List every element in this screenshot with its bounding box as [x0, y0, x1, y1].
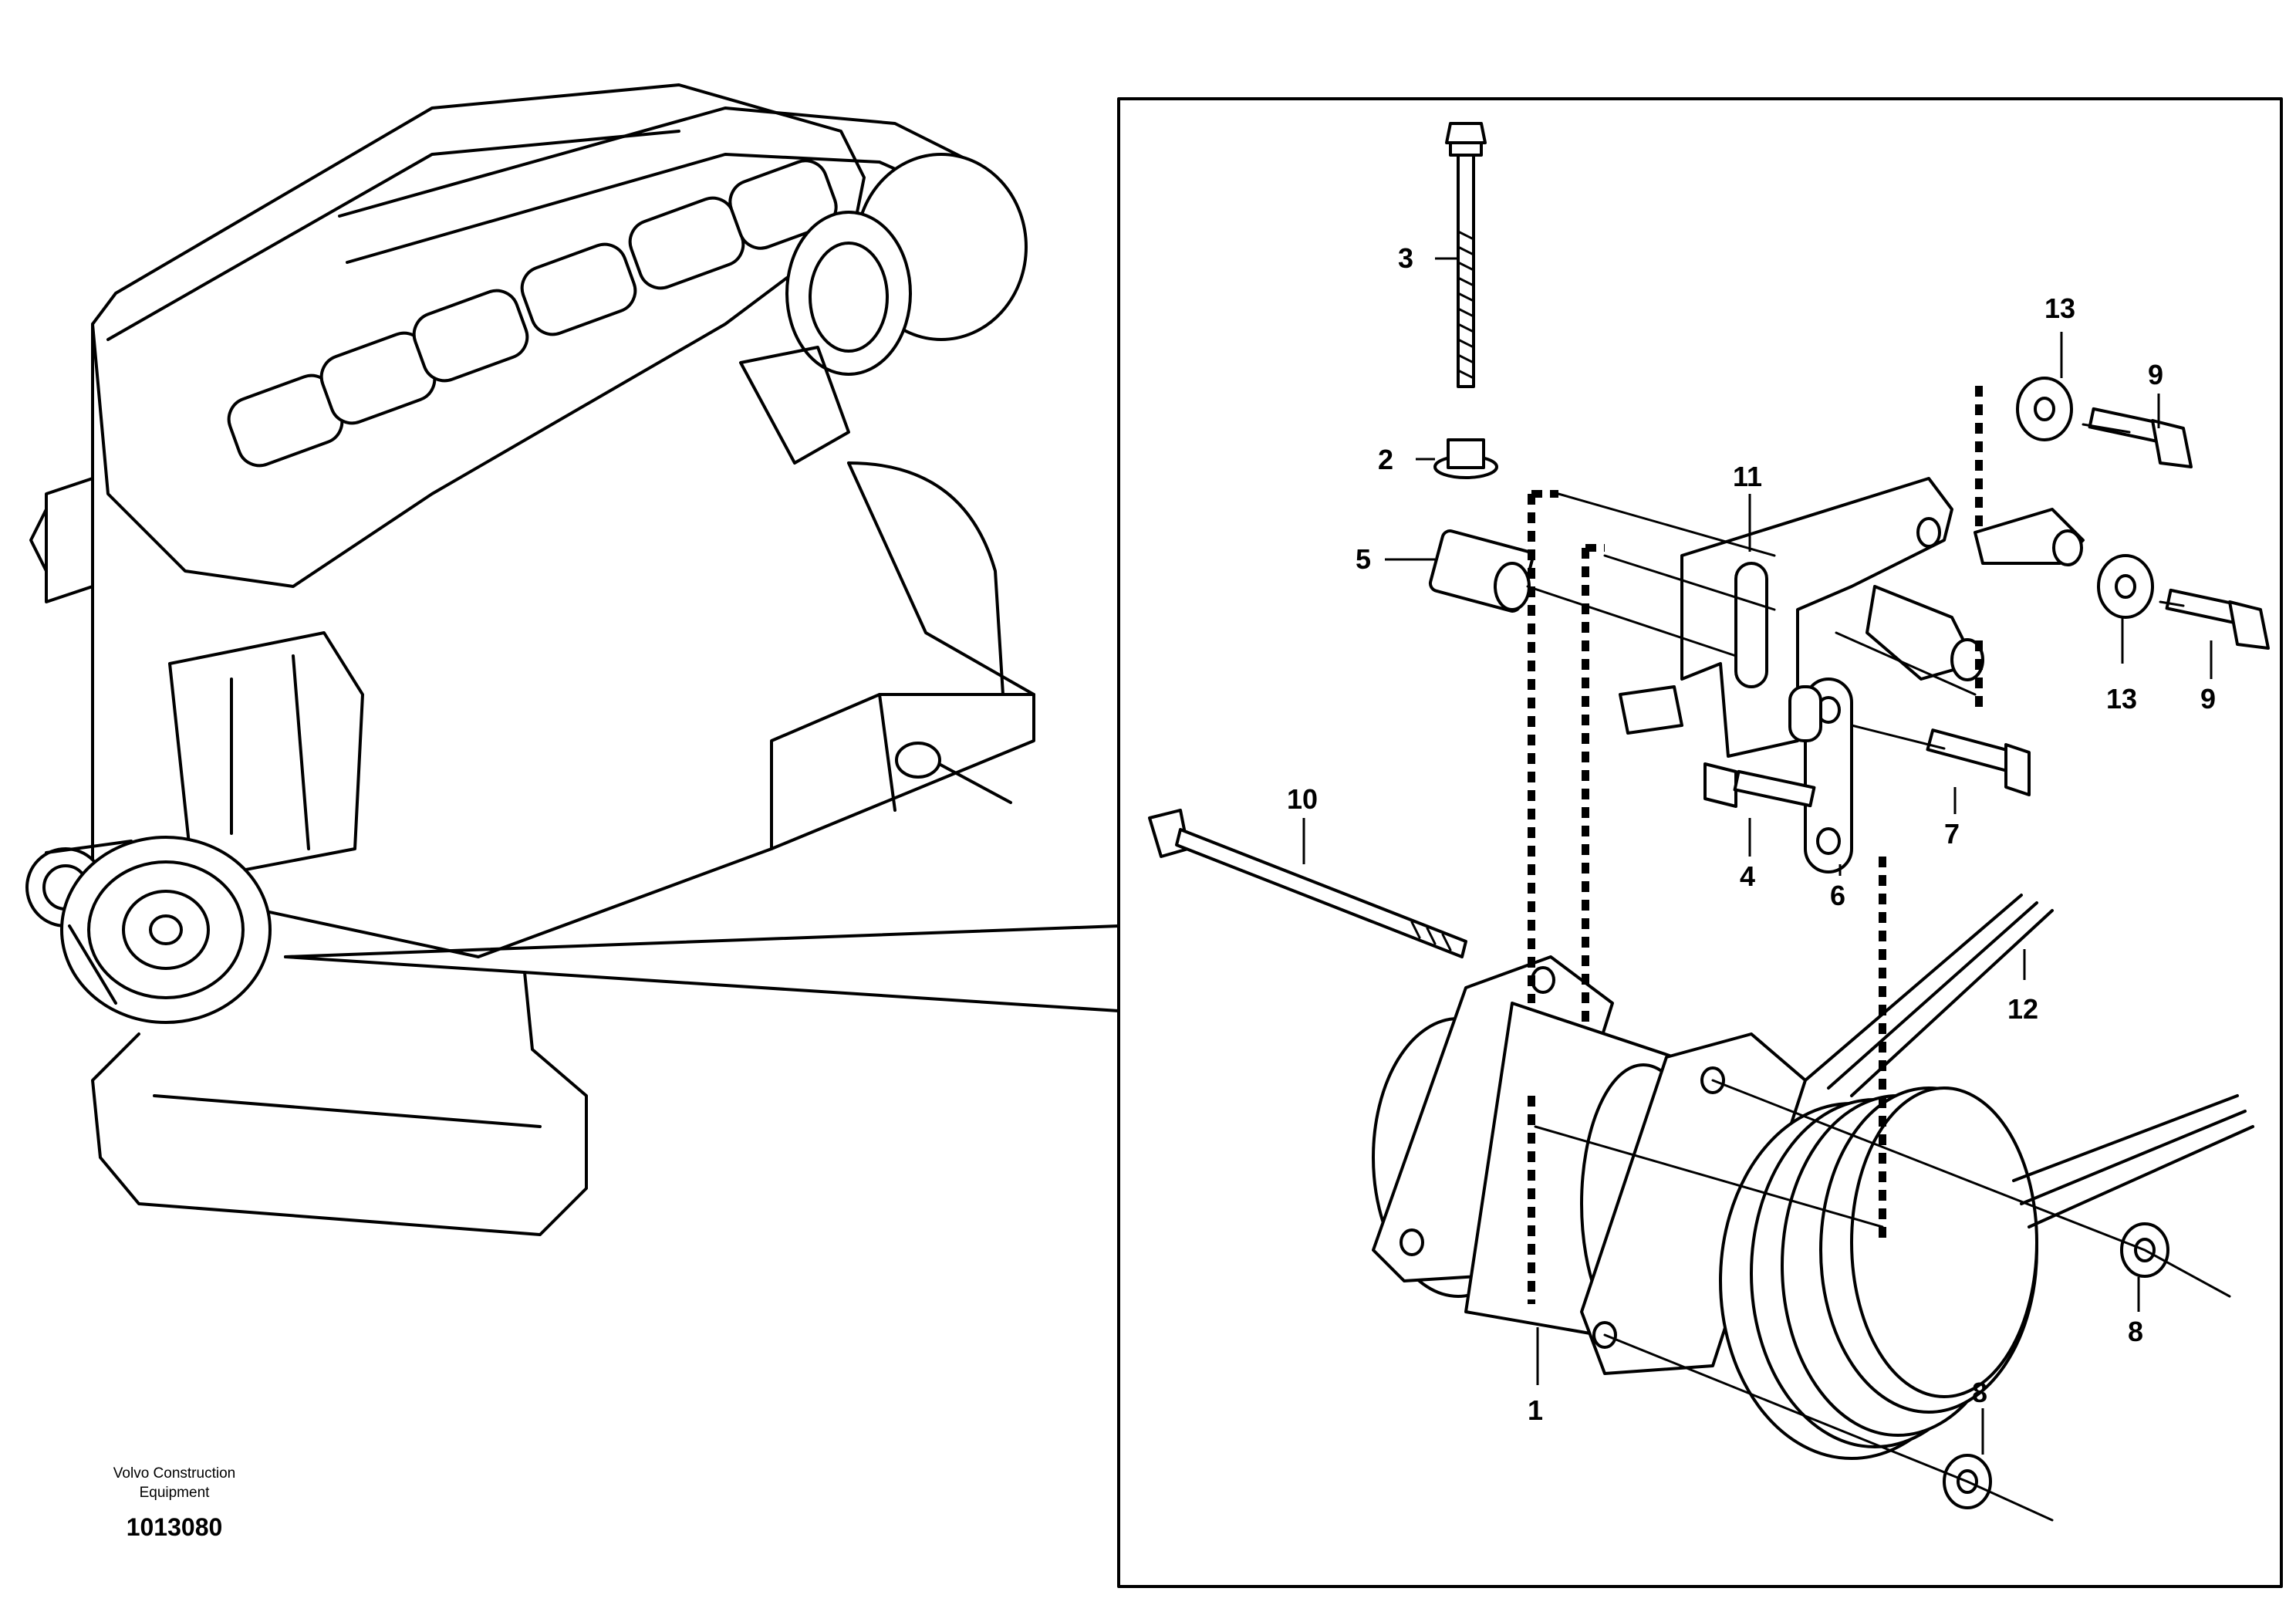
callout-labels: 3 2 5 4 6 7 8 8 9 9 10 11 12 13 13 1 [1287, 242, 2216, 1426]
detail-frame [1117, 97, 2283, 1588]
washer-bolt-set-lower [2097, 554, 2270, 650]
callout-13-upper: 13 [2044, 292, 2075, 324]
callout-8-upper: 8 [2128, 1316, 2143, 1347]
footer: Volvo Construction Equipment 1013080 [113, 1465, 235, 1541]
bolt-7 [1926, 728, 2031, 796]
tensioner-1 [1372, 955, 1807, 1375]
callout-8-lower: 8 [1972, 1377, 1987, 1408]
figure-number: 1013080 [127, 1513, 223, 1541]
callout-11: 11 [1733, 461, 1762, 492]
callout-9-lower: 9 [2200, 683, 2216, 715]
bolt-3 [1445, 122, 1487, 388]
pulley [1719, 1086, 2038, 1460]
callout-4: 4 [1740, 860, 1755, 892]
assembly-axes [1526, 423, 2231, 1522]
washer-bolt-set-upper [2016, 377, 2193, 468]
callout-12: 12 [2007, 993, 2038, 1025]
company-name-line1: Volvo Construction [113, 1465, 235, 1482]
callout-1: 1 [1528, 1394, 1543, 1426]
zoom-lines [284, 924, 1120, 1012]
callout-10: 10 [1287, 783, 1318, 815]
spacer-5 [1428, 529, 1535, 613]
turbocharger [739, 153, 1028, 465]
valve-covers [227, 159, 838, 468]
callout-13-lower: 13 [2106, 683, 2137, 715]
engine-pulleys [25, 836, 272, 1024]
callout-3: 3 [1398, 242, 1413, 274]
bolt-4 [1703, 762, 1816, 808]
bolt-10 [1148, 809, 1467, 958]
callout-6: 6 [1830, 880, 1845, 911]
link-6 [1788, 678, 1853, 874]
callout-9-upper: 9 [2148, 359, 2163, 390]
detail-view [1148, 122, 2270, 1522]
dashed-guides [1528, 386, 1983, 1304]
company-name-line2: Equipment [140, 1485, 211, 1501]
callout-5: 5 [1356, 543, 1371, 575]
callout-7: 7 [1944, 818, 1960, 850]
callout-2: 2 [1378, 444, 1393, 475]
engine-overview [25, 83, 1035, 1236]
callout-leaders [1302, 257, 2213, 1455]
